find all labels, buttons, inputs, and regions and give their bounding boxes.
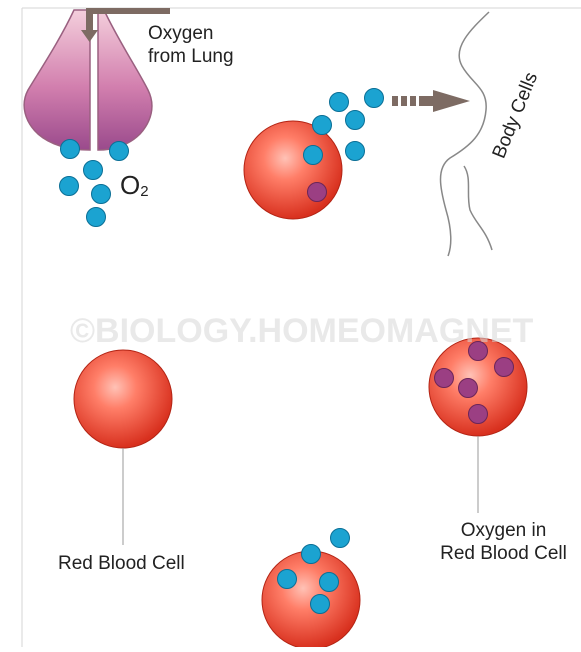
- oxygen-molecule-icon: [61, 140, 80, 159]
- oxygen-molecule-icon: [320, 573, 339, 592]
- oxygen-molecule-icon: [87, 208, 106, 227]
- bound-oxygen-icon: [459, 379, 478, 398]
- body-cells-outline-icon: [441, 12, 493, 256]
- oxygen-molecule-icon: [346, 142, 365, 161]
- oxygen-molecule-icon: [331, 529, 350, 548]
- bound-oxygen-icon: [435, 369, 454, 388]
- oxygen-molecule-icon: [92, 185, 111, 204]
- oxygen-molecule-icon: [330, 93, 349, 112]
- oxygen-molecule-icon: [346, 111, 365, 130]
- rbc-oxygenated: [429, 338, 527, 513]
- oxygen-in-rbc-line1: Oxygen in: [426, 519, 581, 542]
- rbc-empty: [74, 350, 172, 545]
- oxygen-molecule-icon: [311, 595, 330, 614]
- oxygen-molecules-lung: [60, 140, 129, 227]
- red-blood-cell-icon: [244, 121, 342, 219]
- oxygen-molecule-icon: [278, 570, 297, 589]
- oxygen-from-lung-line2: from Lung: [148, 45, 234, 68]
- oxygen-in-rbc-label: Oxygen in Red Blood Cell: [426, 519, 581, 565]
- bound-oxygen-icon: [469, 405, 488, 424]
- oxygen-molecule-icon: [110, 142, 129, 161]
- oxygen-molecule-icon: [313, 116, 332, 135]
- oxygen-from-lung-line1: Oxygen: [148, 22, 234, 45]
- oxygen-molecule-icon: [84, 161, 103, 180]
- oxygen-molecule-icon: [365, 89, 384, 108]
- rbc-absorbing-oxygen: [262, 529, 360, 648]
- oxygen-molecule-icon: [304, 146, 323, 165]
- o2-main: O: [120, 170, 140, 200]
- o2-subscript: 2: [140, 183, 148, 200]
- oxygen-molecule-icon: [302, 545, 321, 564]
- body-cells-arrow-icon: [392, 90, 470, 112]
- watermark: ©BIOLOGY.HOMEOMAGNET: [70, 312, 533, 351]
- red-blood-cell-icon: [74, 350, 172, 448]
- oxygen-from-lung-label: Oxygen from Lung: [148, 22, 234, 68]
- oxygen-in-rbc-line2: Red Blood Cell: [426, 542, 581, 565]
- red-blood-cell-label: Red Blood Cell: [58, 552, 185, 575]
- bound-oxygen-icon: [495, 358, 514, 377]
- o2-label: O2: [120, 174, 149, 203]
- oxygen-molecule-icon: [60, 177, 79, 196]
- red-blood-cell-icon: [262, 551, 360, 647]
- bound-oxygen-icon: [308, 183, 327, 202]
- rbc-releasing-oxygen: [244, 89, 384, 220]
